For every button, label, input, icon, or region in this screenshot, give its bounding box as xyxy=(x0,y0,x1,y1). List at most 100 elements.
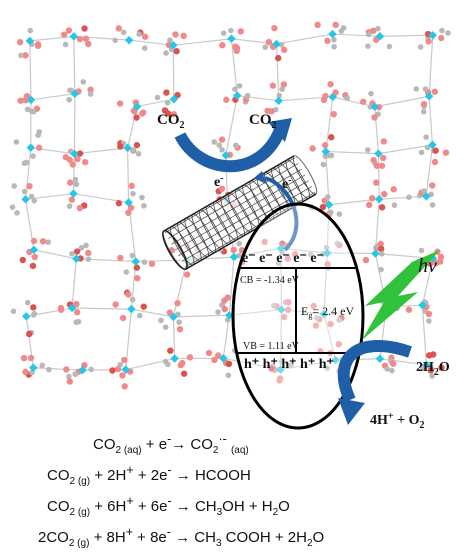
carbon-atom xyxy=(63,42,69,48)
oxygen-atom xyxy=(281,47,287,53)
equation-3: CO2 (g) + 6H+ + 6e- → CH3OH + H2O xyxy=(47,492,290,522)
oxygen-atom xyxy=(40,238,46,244)
oxygen-atom xyxy=(206,350,212,356)
oxygen-atom xyxy=(433,147,439,153)
oxygen-atom xyxy=(142,34,148,40)
oxygen-atom xyxy=(180,33,186,39)
oxygen-atom xyxy=(390,360,396,366)
water-label: 2H2O xyxy=(416,360,450,378)
oxygen-atom xyxy=(85,250,91,256)
oxygen-atom xyxy=(426,311,432,317)
oxygen-atom xyxy=(67,179,73,185)
carbon-atom xyxy=(331,37,337,43)
carbon-atom xyxy=(237,83,243,89)
oxygen-atom xyxy=(30,263,36,269)
carbon-atom xyxy=(384,366,390,372)
oxygen-atom xyxy=(328,134,334,140)
oxygen-atom xyxy=(117,255,123,261)
metal-node xyxy=(125,36,133,44)
carbon-atom xyxy=(130,253,136,259)
oxygen-atom xyxy=(58,305,64,311)
oxygen-atom xyxy=(112,301,118,307)
equation-1: CO2 (aq) + e-→ CO2·- (aq) xyxy=(93,430,249,460)
framework-bond xyxy=(326,151,379,153)
oxygen-atom xyxy=(31,238,37,244)
oxygen-atom xyxy=(327,81,333,87)
oxygen-atom xyxy=(32,254,38,260)
carbon-atom xyxy=(366,32,372,38)
carbon-atom xyxy=(117,362,123,368)
oxygen-atom xyxy=(21,355,27,361)
carbon-atom xyxy=(419,248,425,254)
oxygen-atom xyxy=(83,36,89,42)
oxygen-atom xyxy=(20,257,26,263)
oxygen-atom xyxy=(187,354,193,360)
oxygen-atom xyxy=(26,183,32,189)
carbon-atom xyxy=(14,139,20,145)
oxygen-atom xyxy=(167,347,173,353)
oxygen-atom xyxy=(61,31,67,37)
carbon-atom xyxy=(14,210,20,216)
vb-label: VB = 1.11 eV xyxy=(243,341,300,352)
oxygen-atom xyxy=(381,138,387,144)
carbon-atom xyxy=(11,309,17,315)
metal-node xyxy=(21,195,29,203)
oxygen-atom xyxy=(432,159,438,165)
framework-bond xyxy=(76,259,135,262)
carbon-atom xyxy=(45,239,51,245)
carbon-atom xyxy=(142,259,148,265)
oxygen-atom xyxy=(221,297,227,303)
oxygen-atom xyxy=(141,303,147,309)
oxygen-atom xyxy=(77,205,83,211)
carbon-atom xyxy=(233,143,239,149)
framework-bond xyxy=(375,96,429,107)
oxygen-atom xyxy=(219,136,225,142)
carbon-atom xyxy=(165,100,171,106)
oxygen-atom xyxy=(432,89,438,95)
carbon-atom xyxy=(406,194,412,200)
framework-bond xyxy=(426,145,432,196)
carbon-atom xyxy=(136,31,142,37)
oxygen-atom xyxy=(120,315,126,321)
framework-bond xyxy=(72,259,76,308)
framework-bond xyxy=(429,96,432,145)
oxygen-atom xyxy=(390,186,396,192)
oxygen-atom xyxy=(82,159,88,165)
framework-bond xyxy=(173,45,174,99)
equation-2: CO2 (g) + 2H+ + 2e- → HCOOH xyxy=(47,461,251,491)
carbon-atom xyxy=(423,86,429,92)
framework-bond xyxy=(33,368,82,370)
co2-product-label: CO2 xyxy=(249,112,277,131)
oxygen-atom xyxy=(426,352,432,358)
cb-label: CB = -1.34 eV xyxy=(240,275,300,286)
oxygen-atom xyxy=(63,366,69,372)
co2-reactant-label: CO2 xyxy=(157,112,185,131)
oxygen-atom xyxy=(172,31,178,37)
oxygen-atom xyxy=(77,36,83,42)
metal-node xyxy=(328,30,336,38)
oxygen-atom xyxy=(379,204,385,210)
carbon-atom xyxy=(236,241,242,247)
framework-bond xyxy=(277,34,333,44)
framework-bond xyxy=(30,36,74,40)
carbon-atom xyxy=(245,93,251,99)
framework-bond xyxy=(72,308,131,309)
carbon-atom xyxy=(83,243,89,249)
oxygen-atom xyxy=(163,89,169,95)
carbon-atom xyxy=(155,95,161,101)
framework-bond xyxy=(380,35,433,36)
carbon-atom xyxy=(25,300,31,306)
products-label: 4H+ + O2 xyxy=(370,411,424,430)
carbon-atom xyxy=(76,319,82,325)
oxygen-atom xyxy=(121,357,127,363)
carbon-atom xyxy=(136,151,142,157)
carbon-atom xyxy=(426,318,432,324)
carbon-atom xyxy=(413,86,419,92)
carbon-atom xyxy=(262,44,268,50)
carbon-atom xyxy=(142,45,148,51)
carbon-atom xyxy=(39,363,45,369)
oxygen-atom xyxy=(67,378,73,384)
carbon-atom xyxy=(344,95,350,101)
carbon-atom xyxy=(46,367,52,373)
oxygen-atom xyxy=(109,367,115,373)
